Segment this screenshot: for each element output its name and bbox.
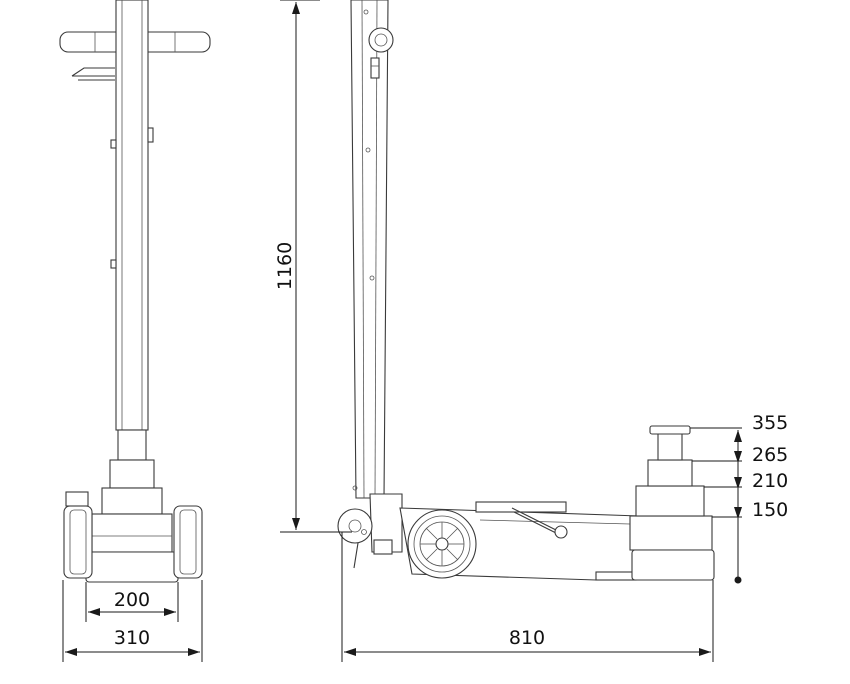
dimension-label-base-length: 810 <box>509 627 545 649</box>
side-lift-stages <box>629 425 715 581</box>
dimension-label-front-width: 310 <box>114 627 150 649</box>
front-collar <box>117 429 147 461</box>
dimension-label-overall-height: 1160 <box>274 242 296 290</box>
dimension-front-width: 310 <box>62 580 203 662</box>
front-pedal <box>71 67 115 81</box>
dimension-overall-height: 1160 <box>274 0 352 533</box>
dimension-lift-heights: 355 265 210 150 <box>690 412 788 584</box>
dimension-label-lift-355: 355 <box>752 412 788 434</box>
side-wheel <box>407 509 477 579</box>
dimension-label-wheel-track: 200 <box>114 589 150 611</box>
dimension-label-lift-265: 265 <box>752 444 788 466</box>
side-pivot <box>337 493 403 569</box>
front-right-wheel <box>173 505 203 579</box>
front-base <box>85 513 179 583</box>
front-column <box>110 0 154 431</box>
dimension-label-lift-210: 210 <box>752 470 788 492</box>
front-view <box>59 0 211 583</box>
side-linkage <box>511 507 568 539</box>
side-view <box>337 0 715 581</box>
side-handle <box>350 0 394 499</box>
dimension-label-lift-150: 150 <box>752 499 788 521</box>
dimension-wheel-track: 200 <box>85 582 179 622</box>
front-stages <box>101 459 163 515</box>
dimension-base-length: 810 <box>341 532 714 662</box>
front-left-wheel <box>63 491 93 579</box>
